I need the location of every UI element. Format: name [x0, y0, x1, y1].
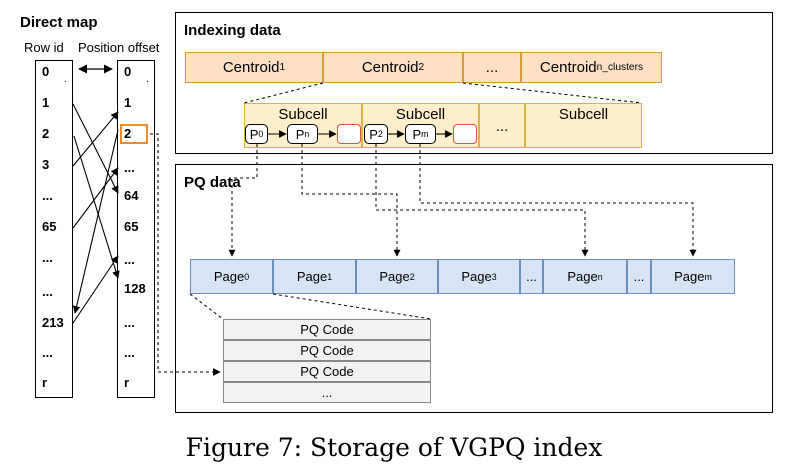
offset-cell: ... [124, 252, 135, 267]
pq-data-title: PQ data [184, 174, 241, 191]
mapping-arrow [73, 135, 120, 279]
page-label: Page [379, 269, 410, 284]
centroid-ellipsis-label: ... [485, 59, 499, 76]
subcell-3: Subcell [525, 103, 642, 148]
pq-code-row: PQ Code [223, 361, 431, 382]
page-label: Page [674, 269, 705, 284]
offset-cell: 64 [124, 188, 139, 203]
page-ellipsis-label: ... [633, 269, 645, 284]
pointer-to-page-link [419, 144, 697, 257]
row-id-cell: ... [42, 284, 53, 299]
pq-code-row: ... [223, 382, 431, 403]
page-ellipsis-label: ... [526, 269, 537, 284]
page-ellipsis: ... [520, 259, 543, 294]
zoom-guide [189, 293, 224, 320]
row-id-cell: 65 [42, 219, 57, 234]
pointer-label: P [249, 126, 259, 142]
offset-cell: ... [124, 160, 135, 175]
zoom-guide [462, 82, 643, 104]
position-offset-column [117, 60, 155, 398]
offset-cell: ... [124, 315, 135, 330]
row-id-cell: 3 [42, 157, 50, 172]
row-id-label: Row id [24, 40, 64, 55]
offset-cell: ... [124, 345, 135, 360]
subcell-label: Subcell [278, 106, 328, 123]
offset-cell: 1 [124, 95, 132, 110]
subcell-ellipsis: ... [479, 103, 525, 148]
row-id-cell: 1 [42, 95, 50, 110]
row-id-cell: 0 [42, 64, 50, 79]
offset-to-pqcode-link [150, 133, 221, 376]
pointer-to-page-link [228, 144, 258, 257]
subcell-ellipsis-label: ... [495, 118, 509, 135]
page-ellipsis: ... [627, 259, 651, 294]
subcell-label: Subcell [395, 106, 446, 123]
offset-cell: r [124, 375, 130, 390]
row-id-cell: ... [42, 250, 53, 265]
mapping-arrow [72, 129, 119, 314]
highlighted-offset-box [120, 124, 148, 144]
page-label: Page [567, 269, 598, 284]
pq-code-row: PQ Code [223, 319, 431, 340]
centroid-label: Centroid [222, 59, 280, 76]
small-dot: . [64, 74, 67, 85]
indexing-data-title: Indexing data [184, 22, 281, 39]
row-id-cell: ... [42, 188, 53, 203]
figure-caption: Figure 7: Storage of VGPQ index [185, 433, 603, 462]
pointer-to-page-link [375, 144, 589, 257]
row-id-cell: 213 [42, 315, 64, 330]
row-id-cell: 2 [42, 126, 50, 141]
centroid-label: Centroid [539, 59, 597, 76]
pointer-label: P [412, 126, 422, 142]
null-pointer-box [337, 124, 361, 144]
offset-cell-highlighted: 2 [124, 126, 132, 141]
pointer-to-page-link [301, 144, 401, 257]
mapping-arrow [72, 111, 119, 167]
mapping-arrow [72, 167, 119, 229]
pq-code-row: PQ Code [223, 340, 431, 361]
mapping-arrow [72, 255, 119, 324]
offset-cell: 128 [124, 281, 146, 296]
centroid-label: Centroid [361, 59, 419, 76]
pointer-label: P [369, 126, 378, 142]
null-pointer-box [453, 124, 477, 144]
row-id-cell: r [42, 375, 48, 390]
row-id-cell: ... [42, 345, 53, 360]
small-dot: . [146, 74, 149, 85]
direct-map-title: Direct map [20, 14, 98, 31]
page-label: Page [296, 269, 328, 284]
page-label: Page [213, 269, 245, 284]
row-id-column [35, 60, 73, 398]
position-offset-label: Position offset [78, 40, 160, 55]
pointer-label: P [295, 126, 305, 142]
subcell-label: Subcell [558, 106, 609, 123]
page-label: Page [461, 269, 492, 284]
zoom-guide [272, 293, 432, 320]
zoom-guide [243, 82, 324, 104]
mapping-arrow [72, 103, 119, 194]
offset-cell: 0 [124, 64, 132, 79]
centroid-ellipsis: ... [463, 52, 521, 83]
offset-cell: 65 [124, 219, 139, 234]
